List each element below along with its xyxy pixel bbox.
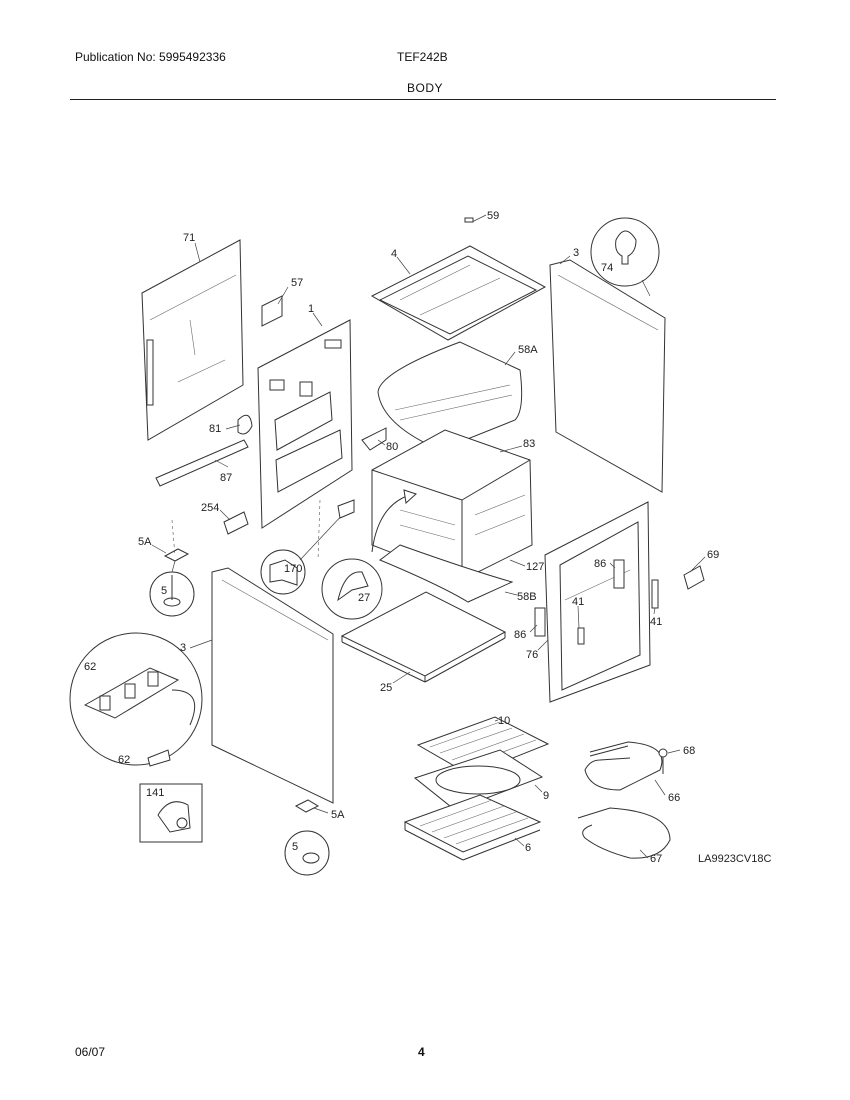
publication-number: Publication No: 5995492336: [75, 50, 226, 64]
callout: 59: [487, 210, 499, 222]
callout: 5A: [331, 809, 345, 821]
part-rear-panel[interactable]: [141, 239, 244, 441]
part-leveler-bracket-bottom[interactable]: [294, 799, 320, 813]
callout: 83: [523, 438, 535, 450]
callout: 5A: [138, 536, 152, 548]
part-side-panel-right[interactable]: [549, 259, 666, 493]
diagram-code: LA9923CV18C: [698, 853, 771, 865]
detail-terminal-block-62[interactable]: [69, 632, 203, 766]
part-clip-81[interactable]: [237, 414, 253, 435]
part-latch-86a[interactable]: [613, 559, 625, 589]
callout: 58A: [518, 344, 538, 356]
detail-bracket-170[interactable]: [260, 549, 306, 595]
callout: 86: [514, 629, 526, 641]
assembly-arrow: [371, 494, 411, 553]
part-side-panel-left[interactable]: [211, 567, 334, 804]
detail-leveler-top[interactable]: [149, 571, 195, 617]
callout: 27: [358, 592, 370, 604]
callout: 57: [291, 277, 303, 289]
part-bake-element[interactable]: [584, 741, 663, 791]
part-latch-86b[interactable]: [534, 607, 546, 637]
part-oven-rack[interactable]: [403, 794, 542, 861]
callout: 10: [498, 715, 510, 727]
callout: 74: [601, 262, 613, 274]
callout: 9: [543, 790, 549, 802]
callout: 76: [526, 649, 538, 661]
callout: 58B: [517, 591, 537, 603]
part-upper-insulation[interactable]: [377, 341, 523, 451]
callout: 25: [380, 682, 392, 694]
callout: 3: [573, 247, 579, 259]
part-top-panel[interactable]: [370, 245, 547, 341]
leader-lines: [151, 214, 706, 859]
callout: 3: [180, 642, 186, 654]
callout: 66: [668, 792, 680, 804]
model-number: TEF242B: [397, 50, 448, 64]
part-clip-254[interactable]: [223, 511, 249, 535]
callout: 87: [220, 472, 232, 484]
callout: 141: [146, 787, 164, 799]
part-broiler-pan[interactable]: [413, 749, 544, 811]
part-broil-element[interactable]: [577, 807, 671, 859]
part-bracket-170-ref: [337, 499, 355, 519]
callout: 254: [201, 502, 219, 514]
callout: 71: [183, 232, 195, 244]
part-clip[interactable]: [464, 217, 474, 223]
part-69[interactable]: [683, 565, 705, 590]
arrow-head: [403, 489, 417, 504]
part-door-frame[interactable]: [544, 501, 651, 703]
callout: 5: [161, 585, 167, 597]
callout: 41: [650, 616, 662, 628]
callout: 170: [284, 563, 302, 575]
part-bracket-57[interactable]: [261, 295, 283, 327]
section-title: BODY: [406, 81, 443, 95]
detail-leveler-bottom[interactable]: [284, 830, 330, 876]
part-bottom-tray[interactable]: [340, 591, 507, 683]
callout: 62: [118, 754, 130, 766]
part-leveler-bracket-top[interactable]: [163, 548, 190, 562]
callout: 127: [526, 561, 544, 573]
page-number: 4: [418, 1045, 425, 1059]
part-screw-68[interactable]: [658, 748, 668, 774]
callout: 80: [386, 441, 398, 453]
part-lower-insulation[interactable]: [379, 544, 514, 603]
part-strip-87[interactable]: [155, 439, 249, 487]
callout: 1: [308, 303, 314, 315]
detail-lamp-bulb[interactable]: [590, 217, 660, 297]
detail-hinge-27[interactable]: [321, 558, 383, 620]
callout: 67: [650, 853, 662, 865]
part-hinge-41b[interactable]: [651, 579, 659, 609]
part-bake-element-terminal: [589, 745, 629, 757]
header-rule: [70, 99, 776, 100]
callout: 5: [292, 841, 298, 853]
callout: 81: [209, 423, 221, 435]
callout: 41: [572, 596, 584, 608]
callout: 69: [707, 549, 719, 561]
callout: 4: [391, 248, 397, 260]
part-front-frame[interactable]: [257, 319, 353, 561]
callout: 6: [525, 842, 531, 854]
callout: 62: [84, 661, 96, 673]
detail-box-141[interactable]: [139, 783, 203, 843]
part-bracket-80[interactable]: [361, 427, 387, 451]
callout-labels: 59 71 4 3 74 57 1 58A 81 80 83 87 254 5A…: [84, 210, 719, 865]
part-terminal-62[interactable]: [147, 749, 171, 767]
callout: 86: [594, 558, 606, 570]
footer-date: 06/07: [75, 1045, 106, 1059]
callout: 68: [683, 745, 695, 757]
